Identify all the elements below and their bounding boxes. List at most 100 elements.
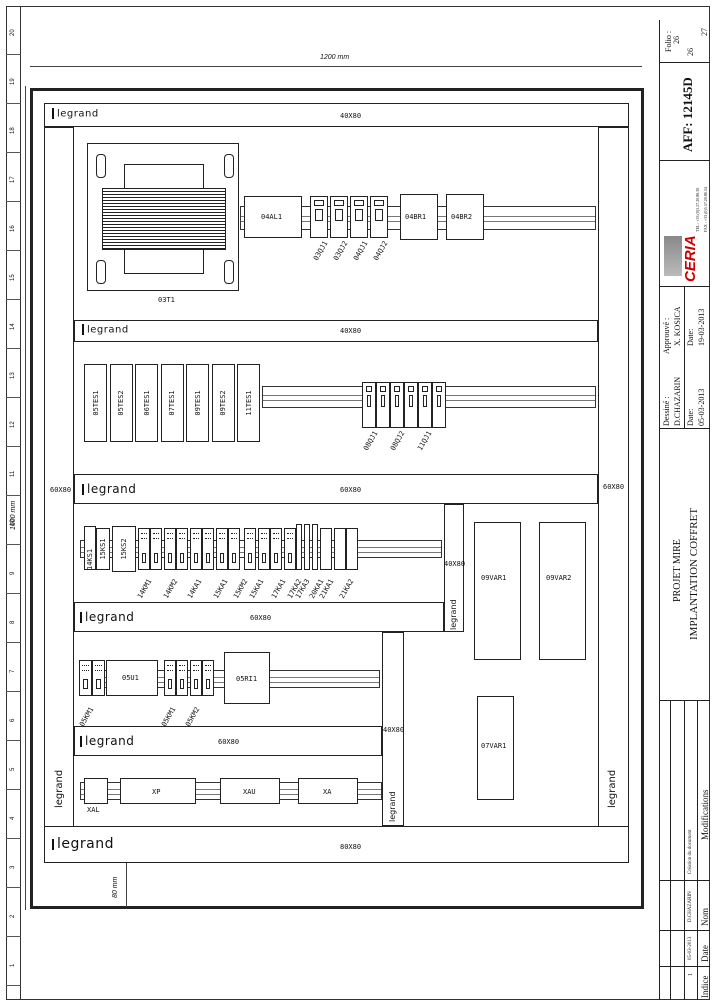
module-09TES1: 09TES1 — [186, 364, 209, 442]
brand-logo-mid1: legrand — [82, 324, 129, 336]
ruler-number: 8 — [10, 620, 16, 624]
contactor-row3 — [244, 528, 256, 570]
folio-frac-top: 26 — [686, 48, 695, 56]
tb-sep-1 — [659, 62, 710, 63]
tb-vsep — [684, 286, 685, 428]
hdr-indice: Indice — [700, 975, 710, 999]
var-07VAR1 — [477, 696, 514, 800]
duct-lower-mid-label: 60X80 — [218, 738, 240, 746]
duct-lower-vertical-label: 40X80 — [383, 726, 405, 734]
contactor-row3 — [270, 528, 282, 570]
contactor-row3 — [176, 528, 188, 570]
dim-height-line — [25, 86, 26, 910]
label-XAL: XAL — [87, 806, 100, 814]
ruler-number: 13 — [10, 372, 16, 379]
dim-height-label: 1600 mm — [10, 500, 17, 530]
terminal-XP — [120, 778, 196, 804]
ruler-tick — [6, 936, 21, 937]
ruler-number: 7 — [10, 669, 16, 673]
breaker-03QJ2 — [330, 196, 348, 238]
breaker-03QJ1 — [310, 196, 328, 238]
contactor-row3 — [258, 528, 270, 570]
transformer-03T1 — [87, 143, 239, 291]
ruler-tick — [6, 887, 21, 888]
title-block — [659, 20, 710, 1000]
ruler-tick — [6, 691, 21, 692]
power-unit-04AL1 — [244, 196, 302, 238]
brand-logo: legrand — [52, 108, 99, 120]
module-07TES1: 07TES1 — [160, 364, 184, 442]
ruler-number: 12 — [10, 421, 16, 428]
ks-15KS2: 15KS2 — [112, 526, 136, 572]
ruler-number: 5 — [10, 767, 16, 771]
brand-logo-upper-short: legrand — [449, 599, 458, 630]
ruler-tick — [6, 397, 21, 398]
module-row3 — [346, 528, 358, 570]
contactor-row3 — [164, 528, 176, 570]
rev-modif: Création du document — [688, 829, 693, 874]
module-05U1 — [106, 660, 158, 696]
rev-col-1 — [670, 700, 671, 1000]
ruler-number: 16 — [10, 225, 16, 232]
label-04BR1: 04BR1 — [405, 213, 427, 221]
var-09VAR2 — [539, 522, 586, 660]
dim-bottom-line — [126, 863, 127, 907]
label-05U1: 05U1 — [122, 674, 139, 682]
module-row3 — [320, 528, 332, 570]
ruler-tick — [6, 201, 21, 202]
ruler-number: 11 — [10, 470, 16, 477]
ruler-tick — [6, 446, 21, 447]
approuve-date-label: Date: — [686, 328, 695, 346]
hdr-nom: Nom — [700, 908, 710, 926]
duct-bottom — [44, 826, 629, 863]
duct-right — [598, 127, 629, 827]
ruler-tick — [6, 250, 21, 251]
duct-bottom-label: 80X80 — [340, 843, 362, 851]
label-14KS1: 14KS1 — [86, 548, 94, 570]
dessine-name: D.CHAZARIN — [673, 376, 682, 426]
breaker-mid-pole — [418, 382, 432, 428]
duct-upper-right-short-label: 40X80 — [444, 560, 466, 568]
dim-bottom-label: 80 mm — [112, 876, 119, 898]
contactor-row3 — [284, 528, 296, 570]
brand-logo-left: legrand — [54, 769, 65, 808]
terminal-XAL — [84, 778, 108, 804]
duct-inner — [74, 602, 444, 632]
label-XA: XA — [323, 788, 332, 796]
company-fax: FAX : +33 (0)5.57.20.86.34 — [703, 187, 708, 232]
breaker-04QJ1 — [350, 196, 368, 238]
contactor-05KM1b — [92, 660, 105, 696]
ruler-tick — [6, 593, 21, 594]
dessine-date-label: Date: — [686, 408, 695, 426]
hdr-modif: Modifications — [700, 789, 710, 841]
tb-sep-4 — [659, 428, 710, 429]
rev-col-3 — [697, 700, 698, 1000]
ruler-number: 19 — [10, 78, 16, 85]
duct-top — [44, 103, 629, 127]
module-05RI1 — [224, 652, 270, 704]
label-XP: XP — [152, 788, 161, 796]
ruler-number: 20 — [10, 29, 16, 36]
ruler-tick — [6, 544, 21, 545]
left-ruler — [6, 6, 21, 1000]
contactor-05KM2c — [190, 660, 202, 696]
rev-nom: D.CHAZARIN — [688, 891, 693, 922]
duct-upper-right-short — [444, 504, 464, 632]
tb-sep-2 — [659, 160, 710, 161]
hdr-date: Date — [700, 945, 710, 962]
contactor-row3 — [216, 528, 228, 570]
duct-lower-vertical — [382, 632, 404, 826]
duct-left-label: 60X80 — [50, 486, 72, 494]
ruler-tick — [6, 103, 21, 104]
ruler-number: 3 — [10, 865, 16, 869]
rev-row-3 — [659, 880, 710, 881]
breaker-mid-pole — [432, 382, 446, 428]
duct-mid2-label: 60X80 — [340, 486, 362, 494]
module-row3 — [334, 528, 346, 570]
duct-top-label: 40X80 — [340, 112, 362, 120]
brand-logo-lower-mid: legrand — [80, 734, 134, 748]
ruler-tick — [6, 348, 21, 349]
relay-row3 — [304, 524, 310, 570]
approuve-label: Approuvé : — [662, 317, 671, 354]
terminal-04BR1 — [400, 194, 438, 240]
